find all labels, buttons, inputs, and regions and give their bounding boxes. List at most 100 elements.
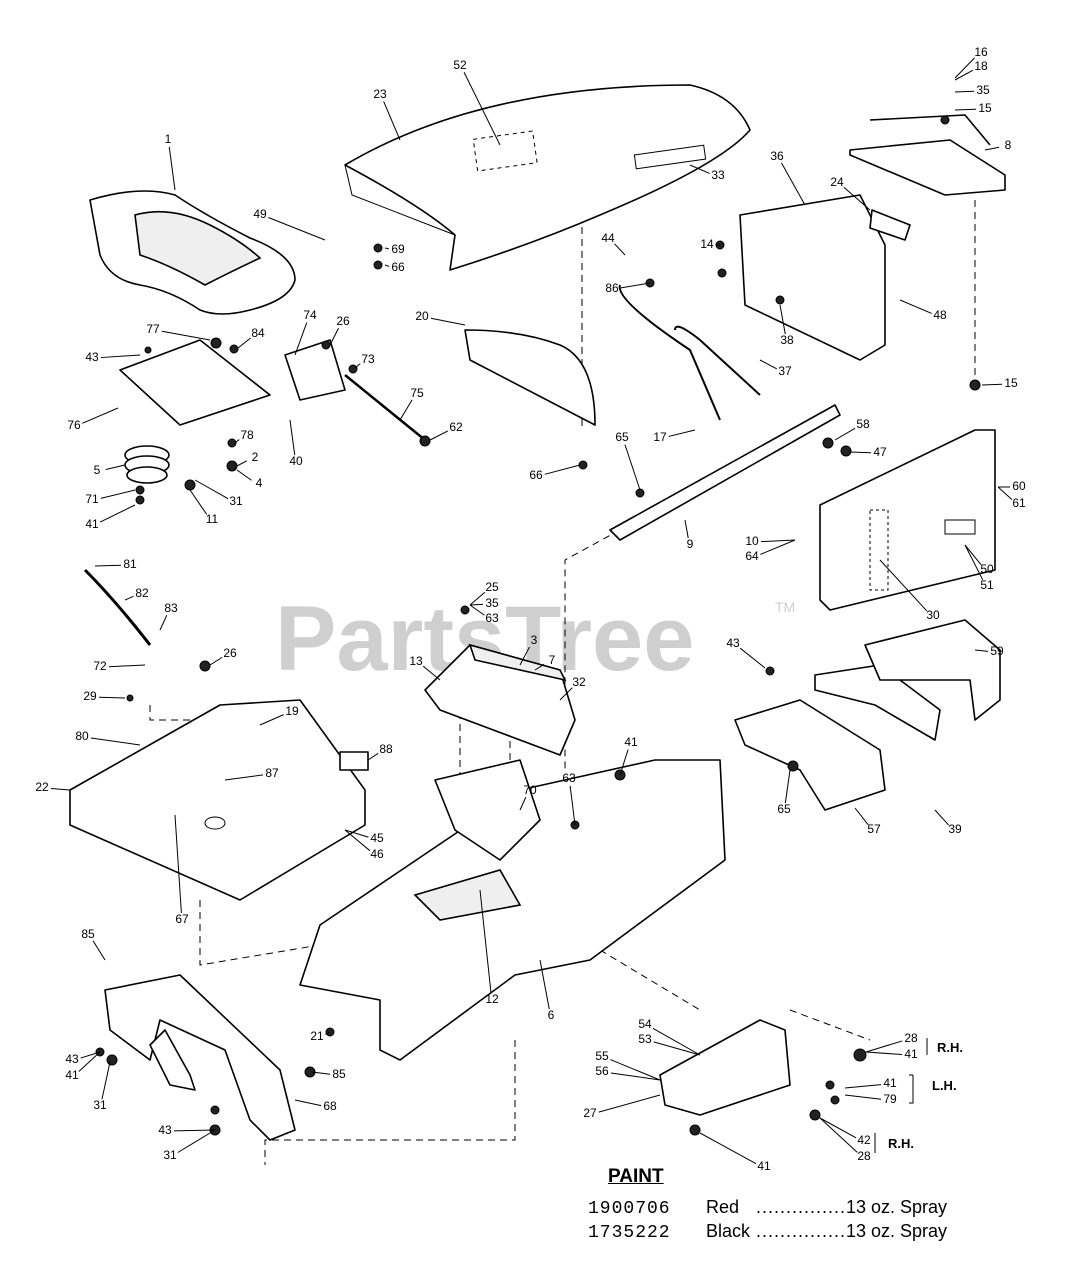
callout-leader [50,788,71,791]
callout-leader [699,1132,757,1165]
callout-label: 33 [711,168,725,182]
callout-leader [569,785,576,826]
callout-label: 43 [85,350,99,364]
callout-label: 27 [583,1106,597,1120]
callout-label: 26 [336,314,350,328]
callout-leader [469,591,486,606]
callout-leader [844,1094,882,1100]
callout-label: 36 [770,149,784,163]
callout-label: 32 [572,675,586,689]
callout-leader [161,330,211,341]
callout-leader [844,1084,882,1089]
callout-leader [819,1117,858,1153]
callout-label: 68 [323,1099,337,1113]
paint-row: 1735222 Black ................ 13 oz. Sp… [588,1220,968,1244]
callout-leader [739,647,766,669]
callout-label: 25 [485,580,499,594]
callout-leader [689,164,710,174]
callout-leader [234,439,240,444]
callout-label: 64 [745,549,759,563]
paint-code: 1735222 [588,1223,671,1243]
leader-lines [50,57,1013,1165]
callout-layer: 1235233161835158362414483849696644862074… [35,45,1026,1173]
callout-leader [559,687,573,701]
callout-leader [78,1051,101,1072]
callout-leader [624,444,641,491]
callout-label: 58 [856,417,870,431]
callout-leader [90,737,141,746]
callout-label: 5 [94,463,101,477]
callout-leader [430,317,466,326]
callout-leader [954,69,974,81]
callout-leader [367,752,379,761]
callout-label: 82 [135,586,149,600]
callout-label: 13 [409,654,423,668]
callout-label: 41 [757,1159,771,1173]
callout-label: 50 [980,562,994,576]
step-59 [864,619,1001,721]
callout-label: 44 [601,231,615,245]
callout-label: 54 [638,1017,652,1031]
callout-leader [237,337,251,349]
callout-label: 84 [251,326,265,340]
callout-label: 31 [229,494,243,508]
callout-leader [80,1051,101,1059]
callout-leader [619,749,629,776]
callout-label: 26 [223,646,237,660]
callout-leader [620,282,651,289]
callout-leader [519,796,527,811]
callout-label: 42 [857,1133,871,1147]
seat-part [89,190,296,315]
callout-label: 85 [332,1067,346,1081]
callout-leader [224,774,264,781]
callout-leader [100,489,136,499]
callout-leader [519,646,530,666]
bracket-74 [284,339,346,401]
callout-label: 57 [867,822,881,836]
callout-leader [610,1072,661,1081]
callout-leader [479,889,492,994]
callout-leader [684,519,689,539]
callout-leader [189,489,208,515]
front-bracket-part [104,974,296,1141]
rod-37 [674,325,761,396]
callout-label: 41 [904,1047,918,1061]
callout-leader [614,243,626,256]
watermark-tm: TM [775,599,795,615]
callout-leader [168,146,176,191]
callout-leader [98,696,126,699]
lever-82 [83,568,152,646]
paint-desc: 13 oz. Spray [846,1197,948,1217]
part-24 [869,209,911,241]
callout-label: 18 [974,59,988,73]
callout-leader [760,539,796,543]
callout-label: 73 [361,352,375,366]
callout-label: 19 [285,704,299,718]
callout-label: 71 [85,492,99,506]
callout-label: 24 [830,175,844,189]
callout-label: 35 [976,83,990,97]
front-hood-part [69,699,366,901]
callout-leader [865,1040,903,1053]
callout-leader [954,57,975,79]
callout-label: 65 [777,802,791,816]
callout-label: 75 [410,386,424,400]
paint-color: Red [706,1197,740,1217]
label-rh-lower: R.H. [888,1136,914,1151]
callout-label: 41 [65,1068,79,1082]
callout-label: 37 [778,364,792,378]
paint-color: Black [706,1221,751,1241]
callout-leader [849,451,872,454]
callout-leader [843,187,871,211]
callout-leader [964,544,984,581]
paint-table: PAINT 1900706 Red ................ 13 oz… [588,1166,968,1244]
callout-leader [974,649,989,652]
rod-17 [618,284,721,421]
callout-label: 43 [158,1123,172,1137]
callout-leader [463,72,501,146]
paint-code: 1900706 [588,1199,671,1219]
callout-label: 46 [370,847,384,861]
callout-leader [194,479,229,500]
callout-label: 20 [415,309,429,323]
callout-label: 3 [531,633,538,647]
